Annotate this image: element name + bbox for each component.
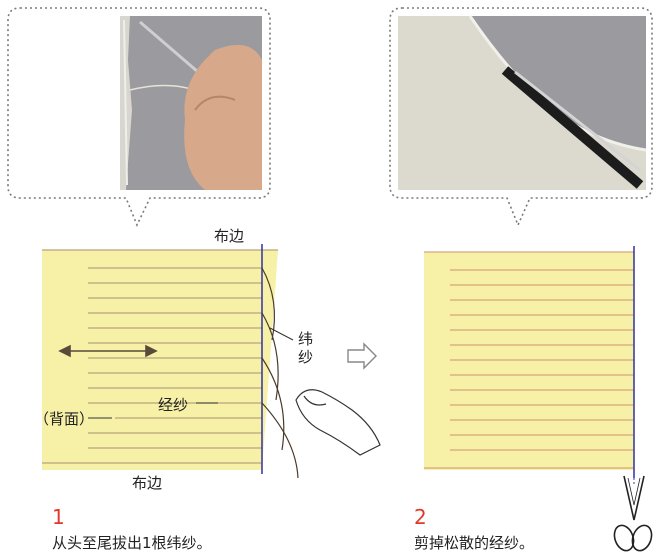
warp-stripes: [424, 251, 634, 469]
selvage-bottom-label: 布边: [132, 474, 163, 492]
step1-number: 1: [52, 505, 65, 529]
loose-warp-ends: [261, 267, 299, 479]
scissors-icon: [613, 475, 653, 552]
weft-leader: [269, 327, 294, 341]
step2-number: 2: [414, 505, 427, 529]
back-side-label: （背面）: [34, 410, 95, 428]
step2-fabric-diagram: [424, 246, 635, 486]
step1-fabric-diagram: [42, 244, 381, 479]
warp-label: 经纱: [158, 396, 189, 414]
warp-stripes: [42, 249, 278, 464]
selvage-top-label: 布边: [214, 227, 245, 245]
step1-photo: [120, 16, 262, 191]
step2-caption: 剪掉松散的经纱。: [414, 534, 535, 552]
direction-arrow: [58, 344, 158, 358]
step2-photo: [398, 15, 647, 190]
step1-caption: 从头至尾拔出1根纬纱。: [52, 534, 212, 552]
hand-drawing: [295, 389, 381, 456]
next-step-arrow-icon: [347, 342, 377, 370]
weft-label-line1: 纬: [298, 330, 314, 348]
weft-label-line2: 纱: [298, 348, 314, 366]
